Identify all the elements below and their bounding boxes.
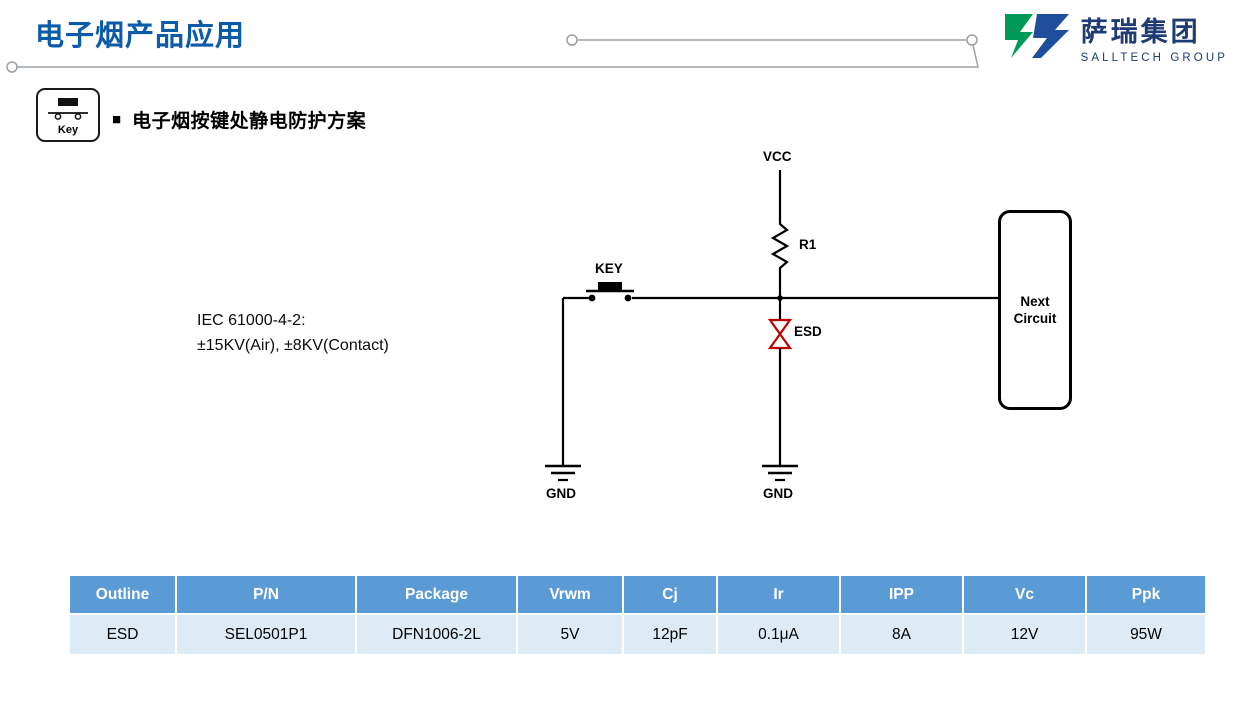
col-header-outline: Outline — [68, 574, 177, 615]
key-switch-symbol — [586, 282, 634, 302]
connector-dot-icon — [966, 34, 978, 46]
vcc-resistor-wire — [770, 170, 790, 320]
square-bullet-icon: ■ — [112, 111, 122, 128]
spec-table-row: ESD SEL0501P1 DFN1006-2L 5V 12pF 0.1μA 8… — [68, 613, 1207, 656]
col-header-cj: Cj — [622, 574, 718, 615]
cell-outline: ESD — [68, 613, 177, 656]
logo-subtitle: SALLTECH GROUP — [1080, 52, 1228, 64]
spec-table-header-row: Outline P/N Package Vrwm Cj Ir IPP Vc Pp… — [68, 574, 1207, 615]
vcc-label: VCC — [763, 149, 792, 164]
col-header-package: Package — [355, 574, 518, 615]
gnd-left-label: GND — [546, 486, 576, 501]
iec-note-line2: ±15KV(Air), ±8KV(Contact) — [197, 337, 389, 354]
col-header-vc: Vc — [962, 574, 1087, 615]
connector-dot-icon — [6, 61, 18, 73]
cell-ir: 0.1μA — [716, 613, 841, 656]
col-header-ir: Ir — [716, 574, 841, 615]
esd-label: ESD — [794, 324, 822, 339]
r1-label: R1 — [799, 237, 817, 252]
cell-ipp: 8A — [839, 613, 964, 656]
col-header-ipp: IPP — [839, 574, 964, 615]
cell-pn: SEL0501P1 — [175, 613, 357, 656]
cell-vc: 12V — [962, 613, 1087, 656]
logo-text: 萨瑞集团 SALLTECH GROUP — [1081, 10, 1228, 64]
salltech-logo: 萨瑞集团 SALLTECH GROUP — [1003, 10, 1228, 64]
ground-symbol-left — [545, 464, 581, 482]
ground-symbol-right — [762, 464, 798, 482]
iec-standard-note: IEC 61000-4-2: ±15KV(Air), ±8KV(Contact) — [197, 308, 389, 358]
cell-vrwm: 5V — [516, 613, 624, 656]
page-title: 电子烟产品应用 — [35, 20, 246, 52]
next-circuit-label-line1: Next — [1020, 294, 1050, 309]
next-circuit-label-line2: Circuit — [1013, 311, 1057, 326]
esd-tvs-diode-symbol — [767, 318, 793, 350]
col-header-pn: P/N — [175, 574, 357, 615]
cell-cj: 12pF — [622, 613, 718, 656]
salltech-logo-icon — [1004, 14, 1069, 58]
col-header-vrwm: Vrwm — [516, 574, 624, 615]
push-button-icon — [48, 98, 88, 120]
cell-ppk: 95W — [1085, 613, 1207, 656]
next-circuit-block: Next Circuit — [998, 210, 1072, 410]
logo-name: 萨瑞集团 — [1080, 17, 1201, 47]
junction-dot — [777, 295, 783, 301]
key-icon-label: Key — [57, 124, 79, 136]
key-label: KEY — [595, 261, 623, 276]
connector-dot-icon — [566, 34, 578, 46]
key-button-badge: Key — [36, 88, 100, 142]
spec-table: Outline P/N Package Vrwm Cj Ir IPP Vc Pp… — [68, 574, 1207, 656]
iec-note-line1: IEC 61000-4-2: — [197, 312, 306, 329]
section-heading-text: 电子烟按键处静电防护方案 — [132, 111, 367, 132]
cell-package: DFN1006-2L — [355, 613, 518, 656]
section-heading: ■ 电子烟按键处静电防护方案 — [112, 106, 366, 133]
gnd-right-label: GND — [763, 486, 793, 501]
col-header-ppk: Ppk — [1085, 574, 1207, 615]
